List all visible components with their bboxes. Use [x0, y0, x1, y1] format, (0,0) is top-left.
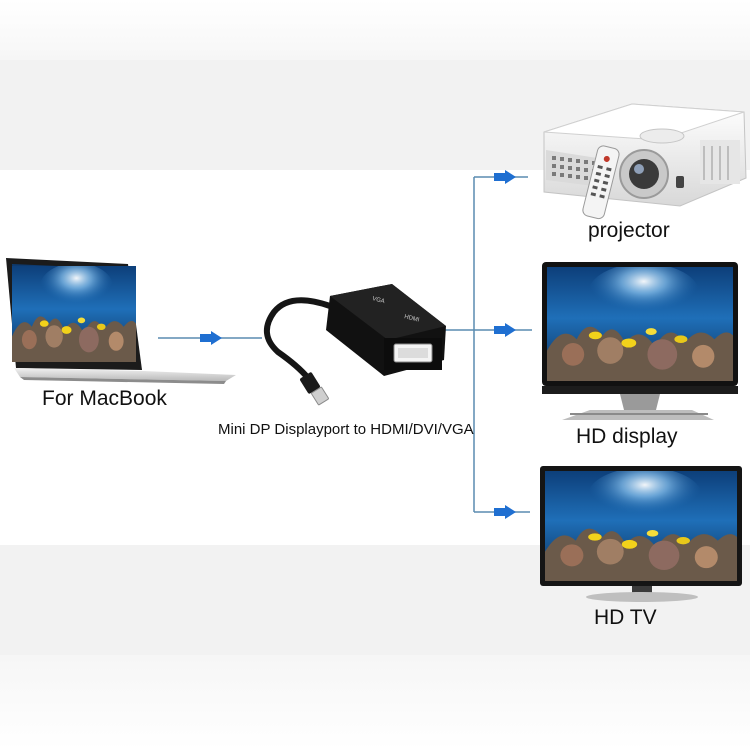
arrow-icon [494, 505, 516, 519]
arrow-icon [200, 331, 222, 345]
monitor-icon [542, 262, 738, 420]
hdmi-port-mark: HDMI [404, 314, 421, 324]
arrow-icon [494, 170, 516, 184]
hd-tv-label: HD TV [594, 606, 657, 629]
tv-icon [540, 466, 742, 602]
vga-port-mark: VGA [372, 296, 386, 305]
arrow-icon [494, 323, 516, 337]
projector-label: projector [588, 219, 670, 242]
background-band-bottom [0, 655, 750, 750]
projector-icon [543, 103, 747, 220]
adapter-icon: VGA HDMI [264, 284, 446, 406]
background-band-top [0, 0, 750, 60]
source-label: For MacBook [42, 387, 167, 410]
laptop-icon [6, 258, 236, 384]
remote-control-icon [582, 145, 620, 220]
hd-display-label: HD display [576, 425, 678, 448]
adapter-label: Mini DP Displayport to HDMI/DVI/VGA [218, 421, 474, 438]
